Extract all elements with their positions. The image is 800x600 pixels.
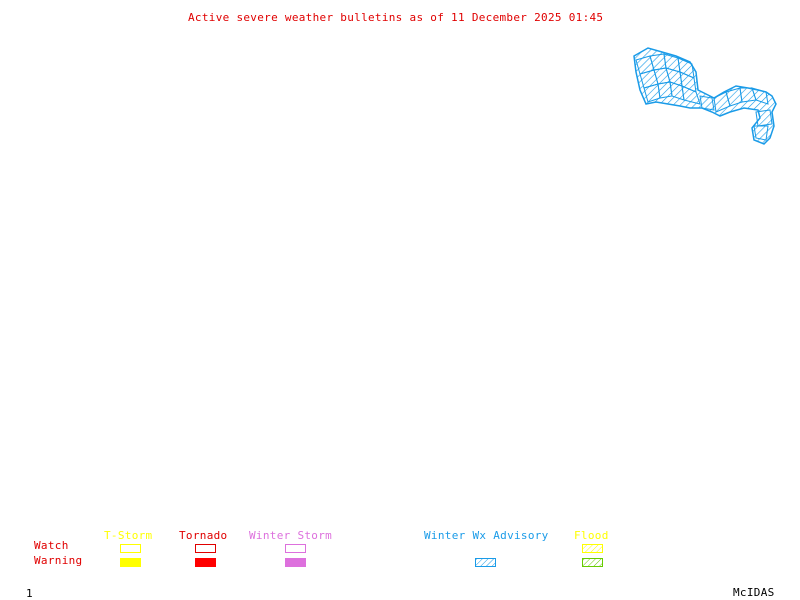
legend-warning-label: Warning (34, 554, 83, 567)
legend-flood-label: Flood (574, 529, 609, 542)
flood-watch-box (582, 544, 603, 553)
bulletin-title: Active severe weather bulletins as of 11… (188, 11, 604, 24)
tornado-watch-box (195, 544, 216, 553)
advisory-county-cell (681, 85, 701, 105)
advisory-warning-box (475, 558, 496, 567)
tstorm-watch-box (120, 544, 141, 553)
advisory-county-cell (755, 109, 773, 127)
mcidas-brand: McIDAS (733, 586, 775, 599)
winter-advisory-region (633, 47, 777, 145)
flood-warning-box (582, 558, 603, 567)
advisory-county-cell (699, 95, 715, 111)
frame-number: 1 (26, 587, 33, 600)
legend-tornado-label: Tornado (179, 529, 228, 542)
legend-tstorm-label: T-Storm (104, 529, 153, 542)
winterstorm-watch-box (285, 544, 306, 553)
legend-watch-label: Watch (34, 539, 69, 552)
tornado-warning-box (195, 558, 216, 567)
legend-winterstorm-label: Winter Storm (249, 529, 333, 542)
advisory-county-cell (751, 87, 769, 105)
advisory-county-cell (753, 125, 769, 141)
winterstorm-warning-box (285, 558, 306, 567)
advisory-outline (633, 47, 777, 145)
legend-advisory-label: Winter Wx Advisory (424, 529, 549, 542)
tstorm-warning-box (120, 558, 141, 567)
